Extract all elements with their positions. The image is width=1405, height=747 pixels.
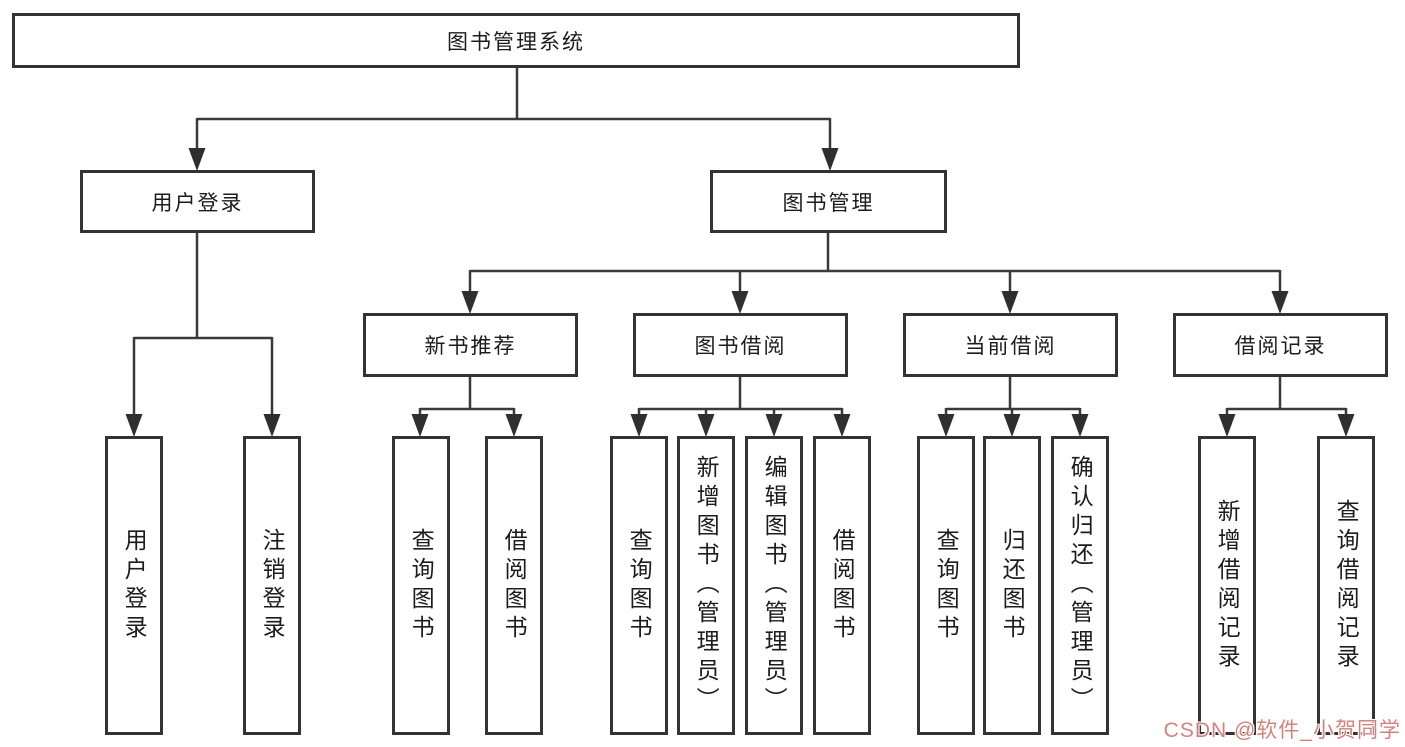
node-new-book-recommend: 新书推荐 <box>363 313 578 377</box>
leaf-borrow-books: 借阅图书 <box>813 436 871 735</box>
leaf-add-books-admin: 新增图书（管理员） <box>677 436 735 735</box>
node-label: 图书借阅 <box>694 335 787 358</box>
leaf-return-books: 归还图书 <box>983 436 1041 735</box>
arrowhead <box>505 414 523 437</box>
node-label: 图书管理系统 <box>447 30 585 54</box>
arrowhead <box>1003 414 1021 437</box>
arrowheads <box>125 148 1355 437</box>
edge-new-book-children <box>418 377 516 416</box>
node-user-login: 用户登录 <box>80 170 315 233</box>
node-book-management: 图书管理 <box>710 170 947 233</box>
leaf-query-books-recommend: 查询图书 <box>392 436 450 735</box>
edge-user-login-children <box>132 233 274 416</box>
arrowhead <box>1001 291 1019 314</box>
arrowhead <box>1337 414 1355 437</box>
leaf-confirm-return-admin: 确认归还（管理员） <box>1051 436 1109 735</box>
node-label: 确认归还（管理员） <box>1067 455 1094 716</box>
arrowhead <box>731 291 749 314</box>
edge-borrow-children <box>637 377 844 416</box>
arrowhead <box>263 414 281 437</box>
arrowhead <box>821 148 839 171</box>
edge-records-children <box>1225 377 1348 416</box>
arrowhead <box>765 414 783 437</box>
arrowhead <box>411 414 429 437</box>
arrowhead <box>461 291 479 314</box>
leaf-add-borrow-record: 新增借阅记录 <box>1198 436 1256 735</box>
node-borrow-records: 借阅记录 <box>1173 313 1388 377</box>
leaf-user-login: 用户登录 <box>105 436 163 735</box>
arrowhead <box>697 414 715 437</box>
node-label: 注销登录 <box>259 527 286 644</box>
arrowhead <box>630 414 648 437</box>
node-label: 编辑图书（管理员） <box>761 455 788 716</box>
node-label: 图书管理 <box>782 191 875 215</box>
node-label: 查询图书 <box>626 527 653 644</box>
node-label: 用户登录 <box>121 527 148 644</box>
node-label: 借阅图书 <box>829 527 856 644</box>
node-label: 新书推荐 <box>424 335 517 358</box>
leaf-borrow-books-recommend: 借阅图书 <box>485 436 543 735</box>
leaf-query-books-borrow: 查询图书 <box>610 436 668 735</box>
csdn-watermark: CSDN @软件_小贺同学 <box>1163 719 1401 742</box>
arrowhead <box>188 148 206 171</box>
node-book-borrow: 图书借阅 <box>633 313 848 377</box>
leaf-query-borrow-record: 查询借阅记录 <box>1317 436 1375 735</box>
arrowhead <box>833 414 851 437</box>
connector-lines <box>132 68 1348 416</box>
node-label: 归还图书 <box>999 527 1026 644</box>
arrowhead <box>937 414 955 437</box>
arrowhead <box>1271 291 1289 314</box>
node-label: 当前借阅 <box>964 335 1057 358</box>
node-label: 借阅记录 <box>1234 335 1327 358</box>
arrowhead <box>125 414 143 437</box>
arrowhead <box>1071 414 1089 437</box>
leaf-query-books-current: 查询图书 <box>917 436 975 735</box>
node-label: 查询图书 <box>933 527 960 644</box>
edge-root-to-level2 <box>195 68 832 150</box>
node-current-borrow: 当前借阅 <box>903 313 1118 377</box>
node-label: 查询借阅记录 <box>1333 498 1360 673</box>
node-label: 借阅图书 <box>501 527 528 644</box>
node-library-system: 图书管理系统 <box>12 13 1020 68</box>
arrowhead <box>1218 414 1236 437</box>
node-label: 新增图书（管理员） <box>693 455 720 716</box>
leaf-edit-books-admin: 编辑图书（管理员） <box>745 436 803 735</box>
edge-book-mgmt-to-level3 <box>468 233 1282 293</box>
node-label: 新增借阅记录 <box>1214 498 1241 673</box>
edge-current-children <box>944 377 1082 416</box>
node-label: 用户登录 <box>151 191 244 215</box>
leaf-logout: 注销登录 <box>243 436 301 735</box>
node-label: 查询图书 <box>408 527 435 644</box>
